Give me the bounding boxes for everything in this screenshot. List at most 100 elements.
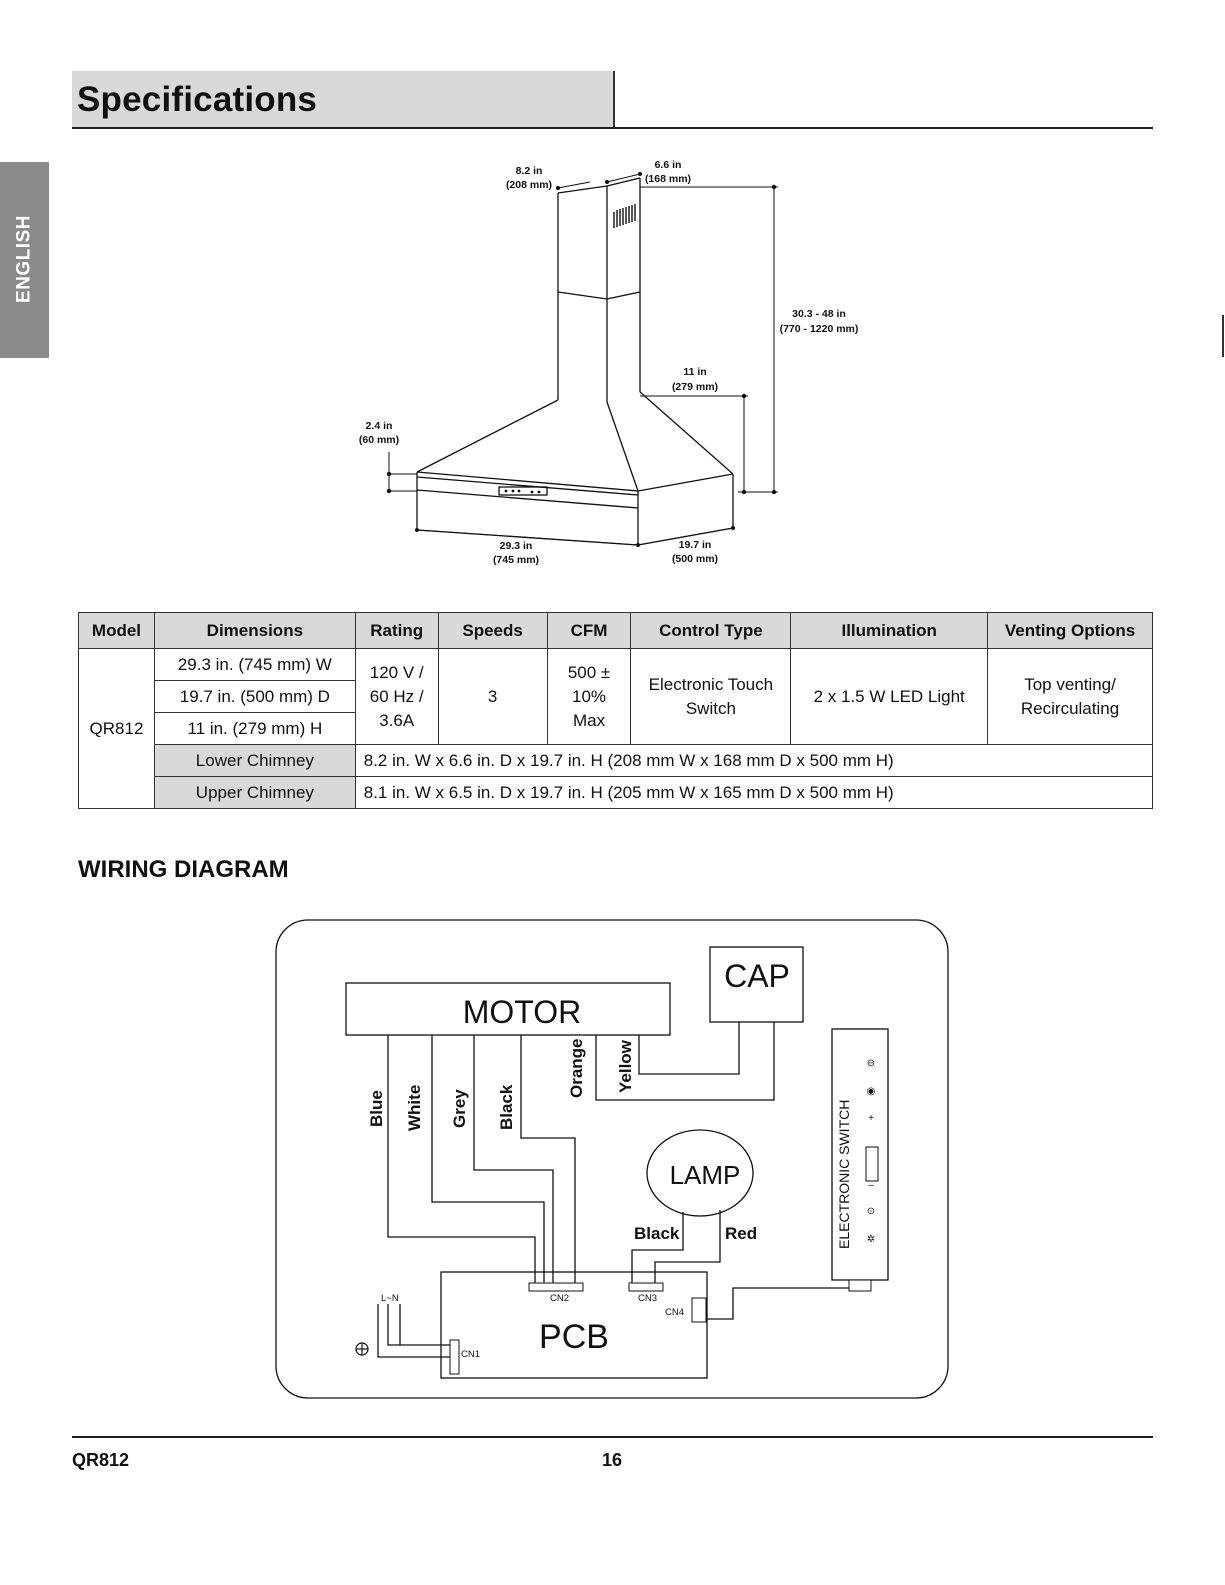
dimension-ticks — [386, 172, 777, 547]
switch-symbol-icon: + — [868, 1113, 874, 1124]
dim-chimney-width-mm: (208 mm) — [506, 179, 552, 191]
col-header-cfm: CFM — [546, 612, 632, 649]
wire-ground — [377, 1304, 454, 1358]
ground-icon — [355, 1342, 369, 1356]
cfm-line: 500 ± — [567, 662, 611, 682]
footer-rule — [72, 1436, 1153, 1438]
dim-hood-depth-mm: (500 mm) — [672, 553, 718, 565]
cn3-label: CN3 — [638, 1293, 657, 1304]
cn2-connector — [528, 1282, 584, 1292]
cfm-line: 10% — [572, 686, 607, 706]
table-row: QR812 29.3 in. (745 mm) W 120 V / 60 Hz … — [78, 648, 1153, 809]
wire-grey — [473, 1035, 554, 1283]
wire-lamp-black — [631, 1212, 684, 1283]
header-rule — [72, 127, 1153, 129]
wire-blue — [387, 1035, 536, 1283]
cell-upper-chimney-value: 8.1 in. W x 6.5 in. D x 19.7 in. H (205 … — [354, 776, 1154, 809]
wire-label-black: Black — [497, 1084, 516, 1130]
table-row: Upper Chimney 8.1 in. W x 6.5 in. D x 19… — [79, 776, 1154, 809]
rating-line: 3.6A — [379, 710, 415, 730]
table-row: 11 in. (279 mm) H — [79, 712, 1153, 745]
cell-cfm: 500 ± 10% Max — [546, 648, 632, 745]
lamp-label: LAMP — [670, 1160, 741, 1190]
switch-symbol-icon: ⊖ — [867, 1058, 875, 1069]
dim-chimney-height: 30.3 - 48 in — [792, 308, 846, 320]
dim-chimney-width: 8.2 in — [516, 165, 543, 177]
cn1-label: CN1 — [461, 1349, 480, 1360]
wire-switch — [707, 1280, 861, 1320]
wire-label-lamp-red: Red — [725, 1224, 757, 1243]
switch-symbol-icon: ✲ — [867, 1234, 875, 1245]
rating-line: 120 V / — [369, 662, 424, 682]
table-header-row: Model Dimensions Rating Speeds CFM Contr… — [78, 612, 1153, 649]
wire-label-grey: Grey — [450, 1089, 469, 1128]
wire-label-orange: Orange — [567, 1038, 586, 1098]
dimension-lines — [388, 173, 778, 546]
wire-label-blue: Blue — [367, 1090, 386, 1127]
wires — [377, 1022, 867, 1358]
cell-dim-width: 29.3 in. (745 mm) W — [153, 648, 356, 681]
switch-symbol-icon: ◉ — [867, 1086, 876, 1097]
cell-model: QR812 — [78, 648, 155, 809]
dim-hood-depth: 19.7 in — [679, 539, 712, 551]
cn4-connector — [691, 1297, 707, 1323]
cn3-connector — [628, 1282, 664, 1292]
vent-grille — [613, 204, 636, 228]
spec-table: Model Dimensions Rating Speeds CFM Contr… — [78, 612, 1154, 809]
dim-chimney-height-mm: (770 - 1220 mm) — [780, 323, 859, 335]
cell-dim-height: 11 in. (279 mm) H — [153, 712, 356, 745]
pcb-label: PCB — [539, 1318, 609, 1356]
wiring-diagram-title: WIRING DIAGRAM — [78, 856, 289, 883]
cn4-label: CN4 — [665, 1307, 684, 1318]
cell-illumination: 2 x 1.5 W LED Light — [790, 648, 989, 745]
page-number: 16 — [602, 1450, 623, 1470]
hood-dimension-drawing: 8.2 in (208 mm) 6.6 in (168 mm) 30.3 - 4… — [359, 159, 859, 566]
cell-upper-chimney-label: Upper Chimney — [153, 776, 356, 809]
dim-chimney-depth: 6.6 in — [655, 159, 682, 171]
wire-label-lamp-black: Black — [634, 1224, 680, 1243]
wire-line — [387, 1304, 454, 1346]
table-row: Lower Chimney 8.2 in. W x 6.6 in. D x 19… — [79, 744, 1154, 777]
switch-display — [865, 1146, 879, 1182]
col-header-dimensions: Dimensions — [153, 612, 356, 649]
switch-symbol-icon: ⊙ — [867, 1206, 875, 1217]
language-tab — [0, 162, 49, 358]
footer-model: QR812 — [72, 1450, 130, 1470]
control-line: Switch — [685, 698, 736, 718]
dim-edge-height-mm: (60 mm) — [359, 434, 399, 446]
header-band — [72, 71, 614, 127]
col-header-model: Model — [78, 612, 155, 649]
electronic-switch-label: ELECTRONIC SWITCH — [836, 1100, 852, 1249]
dim-hood-width-mm: (745 mm) — [493, 554, 539, 566]
cfm-line: Max — [572, 710, 606, 730]
connectors — [449, 1279, 872, 1375]
cell-lower-chimney-label: Lower Chimney — [153, 744, 356, 777]
wire-lamp-red — [654, 1210, 721, 1283]
dim-canopy-height-mm: (279 mm) — [672, 381, 718, 393]
diagram-frame — [275, 919, 949, 1399]
rating-line: 60 Hz / — [369, 686, 424, 706]
wire-orange — [595, 1022, 775, 1101]
venting-line: Top venting/ — [1024, 674, 1116, 694]
switch-plug — [848, 1279, 872, 1292]
cell-dim-depth: 19.7 in. (500 mm) D — [153, 680, 356, 713]
control-buttons — [504, 489, 541, 494]
dim-hood-width: 29.3 in — [500, 540, 533, 552]
cell-venting: Top venting/ Recirculating — [987, 648, 1153, 745]
cell-lower-chimney-value: 8.2 in. W x 6.6 in. D x 19.7 in. H (208 … — [354, 744, 1154, 777]
dim-chimney-depth-mm: (168 mm) — [645, 173, 691, 185]
wire-label-yellow: Yellow — [616, 1039, 635, 1093]
hood-outline — [416, 177, 734, 546]
margin-mark — [1222, 315, 1224, 357]
motor-label: MOTOR — [463, 994, 582, 1030]
cell-speeds: 3 — [437, 648, 548, 745]
power-label: L~N — [381, 1293, 399, 1304]
wire-label-white: White — [405, 1085, 424, 1131]
motor-box — [345, 982, 671, 1036]
col-header-control-type: Control Type — [630, 612, 792, 649]
cn1-connector — [449, 1339, 460, 1375]
col-header-venting: Venting Options — [987, 612, 1153, 649]
col-header-rating: Rating — [354, 612, 439, 649]
pcb-box — [440, 1271, 708, 1379]
cap-box — [709, 946, 804, 1023]
